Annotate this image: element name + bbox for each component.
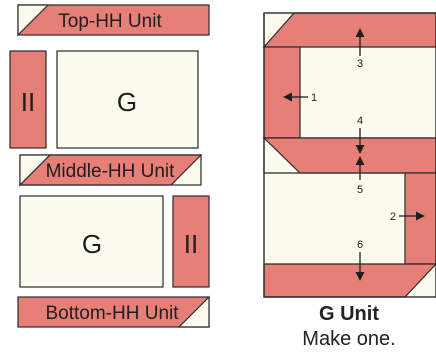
g-piece-top: G	[56, 50, 199, 149]
g-unit-title: G Unit	[319, 303, 379, 325]
g-unit-assembled: 3 1 4 5 2 6	[262, 12, 436, 298]
g-unit-subtitle: Make one.	[302, 328, 396, 350]
g-bottom-label: G	[82, 229, 102, 259]
ii-left-label: II	[21, 87, 35, 117]
g-unit-right-bar	[404, 172, 436, 265]
top-hh-unit: Top-HH Unit	[17, 4, 210, 37]
g-top-label: G	[117, 87, 137, 117]
g-unit-left-bar	[263, 46, 301, 139]
bottom-hh-unit: Bottom-HH Unit	[17, 295, 210, 328]
arrow-label-2: 2	[390, 211, 396, 223]
arrow-label-6: 6	[357, 239, 363, 251]
ii-piece-right: II	[172, 195, 210, 288]
arrow-label-1: 1	[311, 92, 317, 104]
g-piece-bottom: G	[19, 195, 164, 288]
arrow-label-5: 5	[357, 184, 363, 196]
g-unit-top-band	[262, 12, 436, 48]
top-hh-unit-label: Top-HH Unit	[58, 11, 162, 32]
arrow-label-4: 4	[357, 115, 363, 127]
middle-hh-unit: Middle-HH Unit	[18, 154, 203, 187]
arrow-label-3: 3	[357, 58, 363, 70]
bottom-hh-unit-label: Bottom-HH Unit	[45, 303, 179, 324]
middle-hh-unit-label: Middle-HH Unit	[46, 161, 176, 182]
ii-piece-left: II	[9, 50, 47, 149]
ii-right-label: II	[184, 229, 198, 259]
g-unit-bottom-band	[263, 263, 436, 298]
